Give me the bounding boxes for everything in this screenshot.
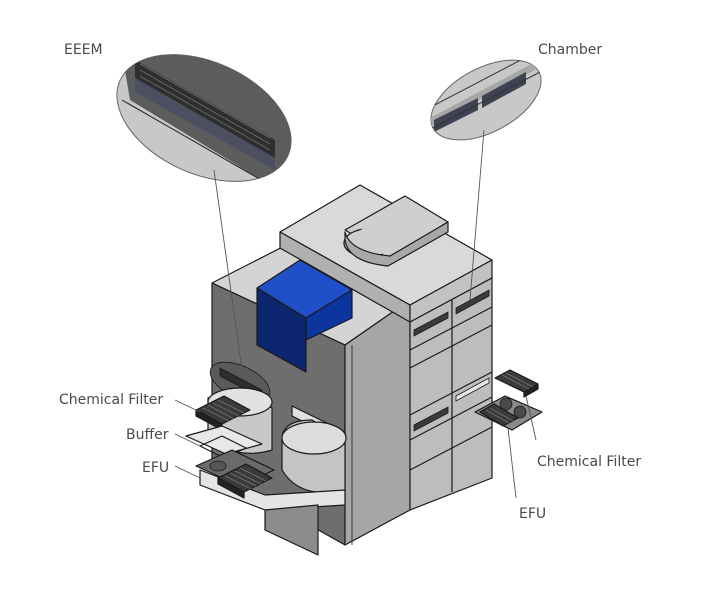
left-efu	[195, 449, 275, 499]
middle-cylinder	[281, 405, 347, 494]
main-body	[199, 184, 493, 556]
right-chemical-filter	[494, 369, 539, 398]
label-chemical-filter-right: Chemical Filter	[537, 454, 641, 470]
label-efu-right: EFU	[519, 506, 546, 522]
blue-block-front	[256, 287, 307, 373]
blue-block-side	[305, 289, 353, 341]
leader-chemical-filter-right	[525, 395, 537, 441]
label-chamber: Chamber	[538, 42, 602, 58]
lower-shelf	[199, 469, 346, 511]
left-chemical-filter	[195, 395, 251, 431]
label-chemical-filter-left: Chemical Filter	[59, 392, 163, 408]
label-eeem: EEEM	[64, 42, 103, 58]
leader-chemical-filter-left	[174, 399, 201, 413]
leader-chamber	[469, 129, 485, 301]
label-efu-left: EFU	[142, 460, 169, 476]
leader-efu-left	[174, 465, 201, 479]
chamber-callout	[424, 49, 542, 141]
left-buffer	[185, 425, 263, 459]
blue-block	[256, 259, 353, 373]
right-efu	[474, 395, 543, 431]
leader-efu-right	[507, 427, 517, 499]
drawer-module	[409, 277, 493, 511]
leader-buffer	[174, 433, 201, 447]
top-dome	[343, 195, 449, 267]
leader-eeem	[213, 169, 243, 371]
eeem-callout	[116, 40, 300, 186]
label-buffer: Buffer	[126, 427, 169, 443]
